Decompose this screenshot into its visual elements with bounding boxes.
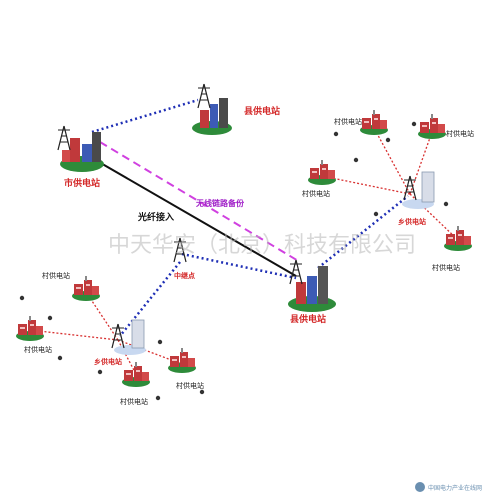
- city-station-label: 市供电站: [64, 177, 100, 189]
- village-station-label: 村供电站: [42, 271, 70, 280]
- township-station-left-node: [111, 319, 146, 355]
- link-village: [117, 339, 137, 375]
- wireless-backup-label: 无线链路备份: [195, 198, 245, 208]
- village-station-node: [16, 316, 44, 341]
- link-village: [409, 131, 433, 195]
- link-village: [409, 193, 459, 241]
- county-station-main-label: 县供电站: [290, 313, 326, 325]
- link-village: [29, 329, 119, 341]
- village-station-node: [308, 160, 336, 185]
- village-station-label: 村供电站: [432, 263, 460, 272]
- village-station-label: 村供电站: [120, 397, 148, 406]
- village-station-label: 村供电站: [334, 117, 362, 126]
- link-fiber: [91, 157, 297, 277]
- link-relay-to-township-left: [119, 261, 181, 337]
- corner-logo: 中国电力产业在线网: [415, 482, 482, 492]
- village-station-label: 村供电站: [24, 345, 52, 354]
- village-station-node: [360, 110, 388, 135]
- township-station-right-node: [402, 171, 435, 209]
- village-station-node: [418, 114, 446, 139]
- village-station-label: 村供电站: [302, 189, 330, 198]
- corner-logo-text: 中国电力产业在线网: [428, 484, 482, 492]
- county-station-top-label: 县供电站: [244, 105, 280, 117]
- decorative-dots: [19, 121, 449, 401]
- county-station-main-node: [288, 259, 336, 312]
- village-station-node: [168, 348, 196, 373]
- village-station-label: 村供电站: [176, 381, 204, 390]
- city-station-node: [57, 125, 104, 172]
- village-station-node: [122, 362, 150, 387]
- relay-point-label: 中继点: [174, 271, 195, 280]
- link-county-to-township-right: [317, 195, 409, 269]
- link-village: [321, 175, 411, 195]
- village-station-label: 村供电站: [446, 129, 474, 138]
- fiber-access-label: 光纤接入: [137, 211, 174, 223]
- village-station-node: [72, 276, 100, 301]
- township-station-right-label: 乡供电站: [398, 217, 426, 226]
- link-city-to-county-top: [91, 98, 199, 134]
- link-village: [373, 127, 411, 195]
- company-watermark: 中天华安（北京）科技有限公司: [108, 233, 416, 258]
- township-station-left-label: 乡供电站: [94, 357, 122, 366]
- county-station-top-node: [192, 83, 232, 135]
